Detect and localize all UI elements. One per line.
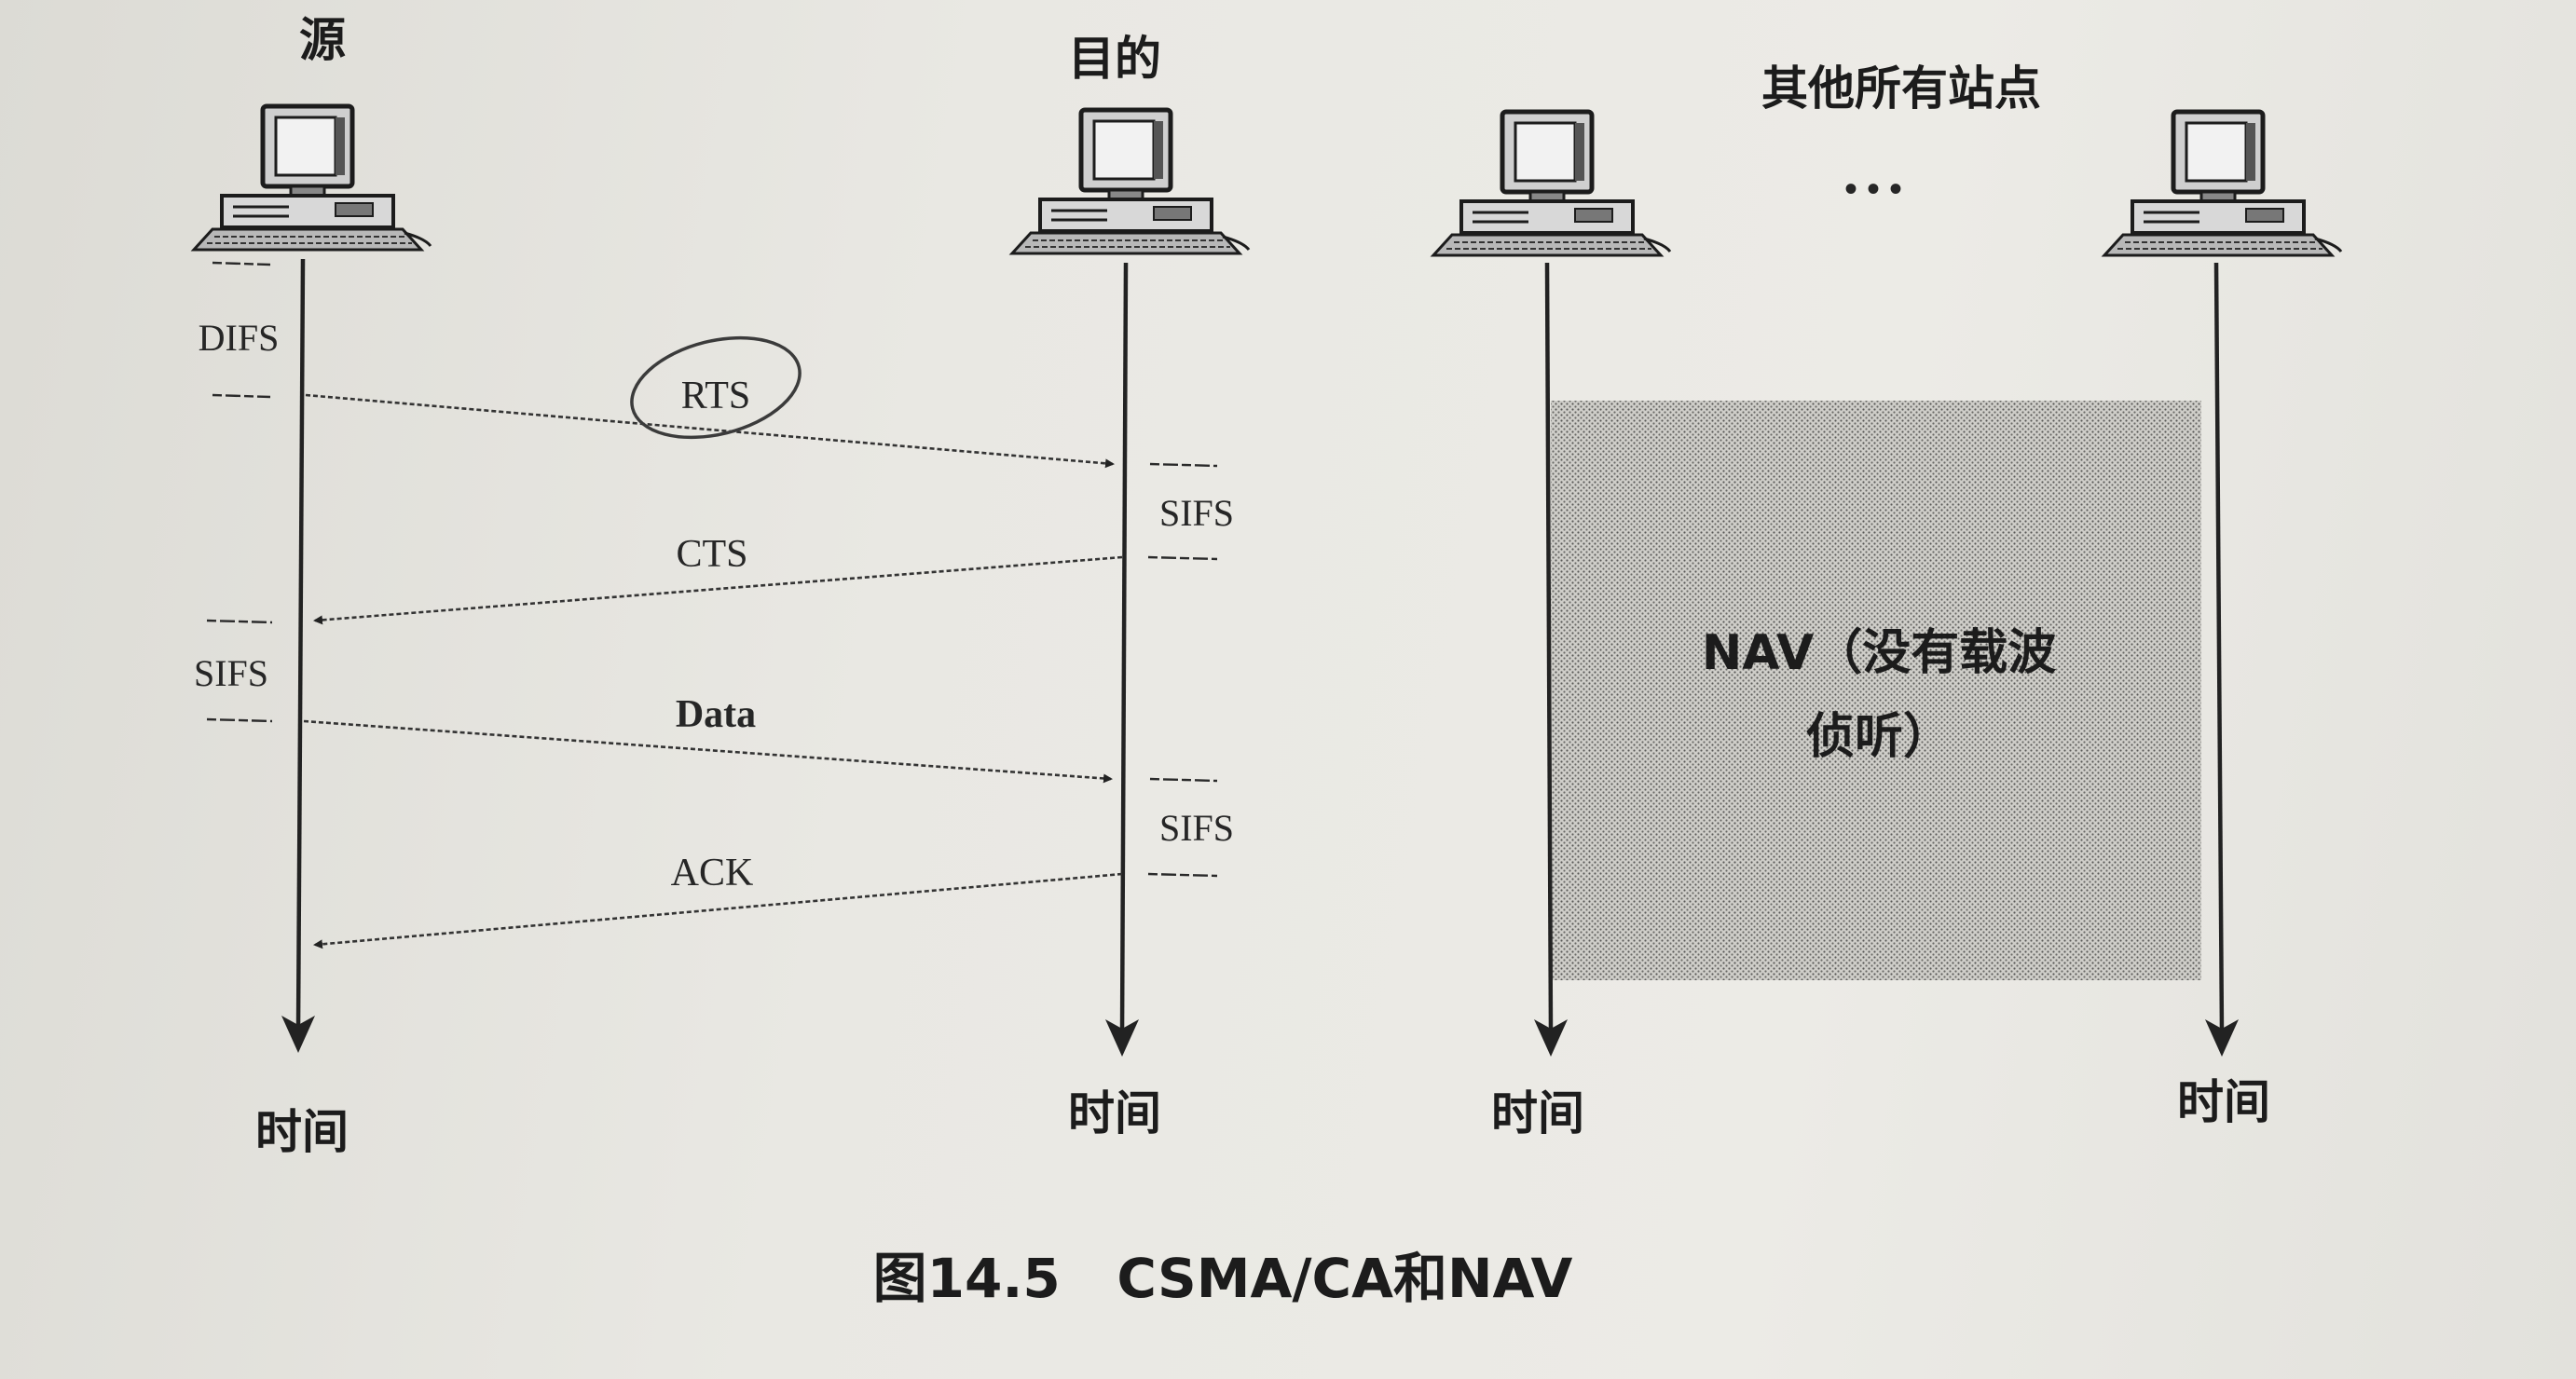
data-arrow: [303, 719, 1113, 784]
sifs-end-tick: [206, 717, 273, 723]
sifs-end-tick: [1147, 872, 1218, 878]
other-station-time-label: 时间: [2177, 1075, 2270, 1129]
other-station-time-label: 时间: [1491, 1086, 1584, 1140]
source-time-label: 时间: [255, 1105, 349, 1159]
time-arrow-icon: [2205, 1019, 2239, 1057]
ack-arrow: [313, 872, 1123, 949]
sifs-start-tick: [1149, 777, 1218, 783]
sifs-start-tick: [1149, 462, 1218, 468]
destination-timeline: [1119, 262, 1129, 1035]
ack-label: ACK: [671, 852, 754, 894]
time-arrow-icon: [1105, 1019, 1139, 1057]
ellipsis-icon: • • •: [1844, 168, 1902, 210]
time-arrow-icon: [1534, 1019, 1568, 1057]
other-station-computer-icon: [1433, 112, 1670, 255]
data-label: Data: [676, 693, 756, 736]
difs-end-tick: [212, 393, 271, 399]
difs-label: DIFS: [199, 317, 280, 359]
sifs-label: SIFS: [194, 652, 268, 694]
sifs-end-tick: [1147, 555, 1218, 561]
nav-label-line1: NAV（没有载波: [1702, 625, 2056, 681]
cts-arrow: [313, 555, 1123, 625]
cts-label: CTS: [676, 533, 747, 576]
other-station-timeline: [2213, 262, 2225, 1035]
rts-label: RTS: [681, 375, 751, 417]
figure-caption: 图14.5 CSMA/CA和NAV: [873, 1247, 1573, 1310]
other-station-computer-icon: [2104, 112, 2341, 255]
rts-arrow: [305, 393, 1115, 469]
other-stations-label: 其他所有站点: [1761, 61, 2041, 116]
destination-time-label: 时间: [1068, 1086, 1161, 1140]
sifs-start-tick: [206, 619, 273, 624]
source-timeline: [295, 258, 306, 1031]
destination-computer-icon: [1012, 110, 1249, 253]
time-arrow-icon: [281, 1016, 315, 1053]
destination-label: 目的: [1068, 32, 1161, 86]
nav-label-line2: 侦听）: [1806, 709, 1952, 765]
sifs-label: SIFS: [1159, 492, 1234, 534]
source-computer-icon: [194, 106, 431, 250]
other-station-timeline: [1544, 262, 1554, 1035]
source-label: 源: [299, 13, 346, 67]
difs-start-tick: [212, 261, 271, 266]
sifs-label: SIFS: [1159, 807, 1234, 849]
nav-region: [1551, 401, 2201, 980]
rts-circle-mark: [630, 335, 802, 440]
